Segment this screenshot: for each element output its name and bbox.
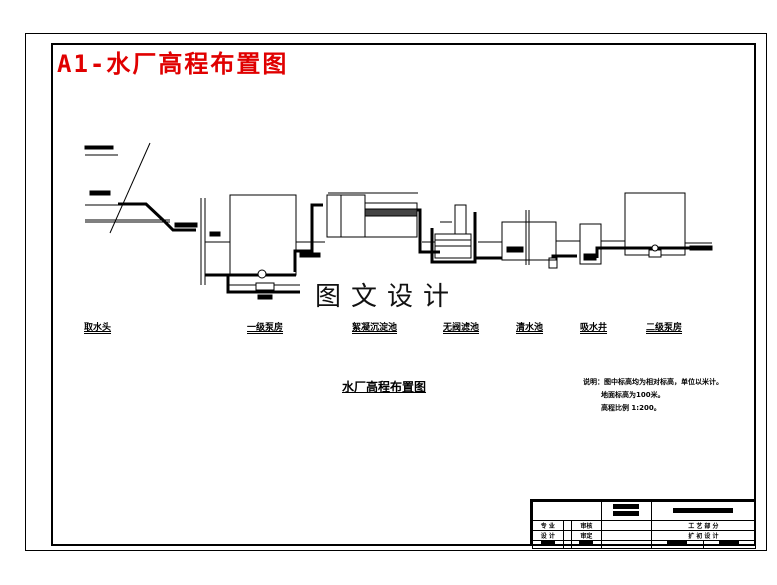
title-block: 专 业 审核 工 艺 部 分 设 计 审定 扩 初 设 计 (530, 499, 757, 549)
drawing-border (51, 43, 756, 546)
drawing-title: A1-水厂高程布置图 (57, 50, 289, 78)
tb-cell: 专 业 (532, 520, 564, 531)
structure-label-suction-well: 吸水井 (580, 323, 608, 333)
outer-frame (25, 33, 767, 551)
structure-label-clear-water-tank: 清水池 (516, 323, 544, 333)
tb-cell: 审核 (570, 520, 603, 531)
riverbank-line (109, 142, 151, 234)
main-caption: 水厂高程布置图 (342, 380, 427, 394)
note-line-3: 高程比例 1:200。 (601, 404, 661, 412)
structure-label-pump-station-2: 二级泵房 (646, 323, 683, 333)
watermark-text: 图文设计 (315, 282, 460, 312)
tb-cell: 审定 (570, 530, 603, 541)
structure-label-valveless-filter: 无阀滤池 (443, 323, 480, 333)
tb-cell: 扩 初 设 计 (650, 530, 757, 541)
note-line-2: 地面标高为100米。 (601, 391, 665, 399)
tb-cell: 工 艺 部 分 (650, 520, 757, 531)
note-line-1: 说明：图中标高均为相对标高，单位以米计。 (583, 378, 723, 386)
structure-label-intake: 取水头 (84, 323, 112, 333)
notes-block: 说明：图中标高均为相对标高，单位以米计。 地面标高为100米。 高程比例 1:2… (583, 376, 723, 415)
structure-label-pump-station-1: 一级泵房 (247, 323, 284, 333)
tb-cell: 设 计 (532, 530, 564, 541)
structure-label-flocculation-tank: 絮凝沉淀池 (352, 323, 398, 333)
